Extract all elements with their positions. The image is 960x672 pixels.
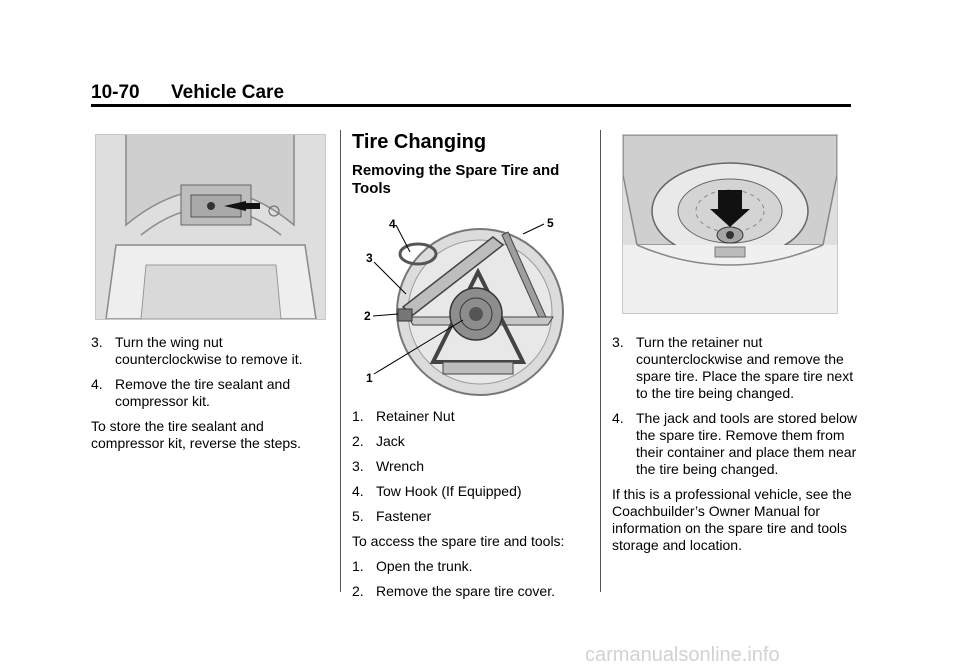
column-divider-2 bbox=[600, 130, 601, 592]
legend-item: 1. Retainer Nut bbox=[352, 408, 592, 425]
legend-number: 1. bbox=[352, 408, 364, 424]
legend-text: Fastener bbox=[376, 508, 432, 524]
step-text: Remove the tire sealant and compressor k… bbox=[115, 376, 291, 409]
watermark: carmanualsonline.info bbox=[585, 644, 780, 666]
callout-label-5: 5 bbox=[547, 216, 554, 230]
step-number: 2. bbox=[352, 583, 364, 599]
callout-label-4: 4 bbox=[389, 217, 396, 231]
legend-number: 4. bbox=[352, 483, 364, 499]
legend-text: Wrench bbox=[376, 458, 424, 474]
column-2-headings: Tire Changing Removing the Spare Tire an… bbox=[352, 130, 592, 198]
legend-text: Tow Hook (If Equipped) bbox=[376, 483, 522, 499]
section-title: Vehicle Care bbox=[171, 82, 285, 103]
paragraph: To access the spare tire and tools: bbox=[352, 533, 565, 549]
page-number: 10-70 bbox=[91, 82, 140, 103]
subsection-heading: Removing the Spare Tire and Tools bbox=[352, 162, 560, 197]
compressor-kit-illustration bbox=[96, 135, 325, 320]
column-3-text: 3. Turn the retainer nut counterclockwis… bbox=[612, 334, 857, 562]
compressor-kit-figure bbox=[95, 134, 326, 320]
page-header: 10-70 Vehicle Care bbox=[91, 80, 851, 106]
jack-tools-illustration bbox=[372, 223, 564, 396]
paragraph: To store the tire sealant and compressor… bbox=[91, 418, 302, 451]
legend-item: 5. Fastener bbox=[352, 508, 592, 525]
column-2-text: 1. Retainer Nut 2. Jack 3. Wrench 4. Tow… bbox=[352, 408, 592, 608]
step-item: 2. Remove the spare tire cover. bbox=[352, 583, 592, 600]
legend-number: 5. bbox=[352, 508, 364, 524]
step-item: 4. The jack and tools are stored below t… bbox=[612, 410, 857, 478]
column-divider-1 bbox=[340, 130, 341, 592]
callout-label-1: 1 bbox=[366, 371, 373, 385]
legend-text: Jack bbox=[376, 433, 405, 449]
spare-tire-figure bbox=[622, 134, 838, 314]
step-item: 3. Turn the wing nut counterclockwise to… bbox=[91, 334, 331, 368]
column-1-text: 3. Turn the wing nut counterclockwise to… bbox=[91, 334, 331, 460]
header-rule bbox=[91, 104, 851, 107]
step-item: 4. Remove the tire sealant and compresso… bbox=[91, 376, 331, 410]
paragraph: If this is a professional vehicle, see t… bbox=[612, 486, 852, 553]
legend-text: Retainer Nut bbox=[376, 408, 455, 424]
step-text: Turn the wing nut counterclockwise to re… bbox=[115, 334, 303, 367]
step-text: Remove the spare tire cover. bbox=[376, 583, 555, 599]
legend-number: 3. bbox=[352, 458, 364, 474]
legend-item: 2. Jack bbox=[352, 433, 592, 450]
step-number: 4. bbox=[91, 376, 103, 392]
step-text: Turn the retainer nut counterclockwise a… bbox=[636, 334, 854, 401]
step-number: 3. bbox=[612, 334, 624, 350]
step-item: 1. Open the trunk. bbox=[352, 558, 592, 575]
section-heading: Tire Changing bbox=[352, 131, 487, 153]
legend-number: 2. bbox=[352, 433, 364, 449]
step-item: 3. Turn the retainer nut counterclockwis… bbox=[612, 334, 857, 402]
spare-tire-illustration bbox=[622, 134, 838, 313]
legend-item: 3. Wrench bbox=[352, 458, 592, 475]
step-text: The jack and tools are stored below the … bbox=[636, 410, 858, 477]
step-text: Open the trunk. bbox=[376, 558, 473, 574]
callout-label-2: 2 bbox=[364, 309, 371, 323]
legend-item: 4. Tow Hook (If Equipped) bbox=[352, 483, 592, 500]
step-number: 1. bbox=[352, 558, 364, 574]
step-number: 3. bbox=[91, 334, 103, 350]
step-number: 4. bbox=[612, 410, 624, 426]
jack-tools-figure: 4 5 3 2 1 bbox=[358, 212, 568, 402]
callout-label-3: 3 bbox=[366, 251, 373, 265]
